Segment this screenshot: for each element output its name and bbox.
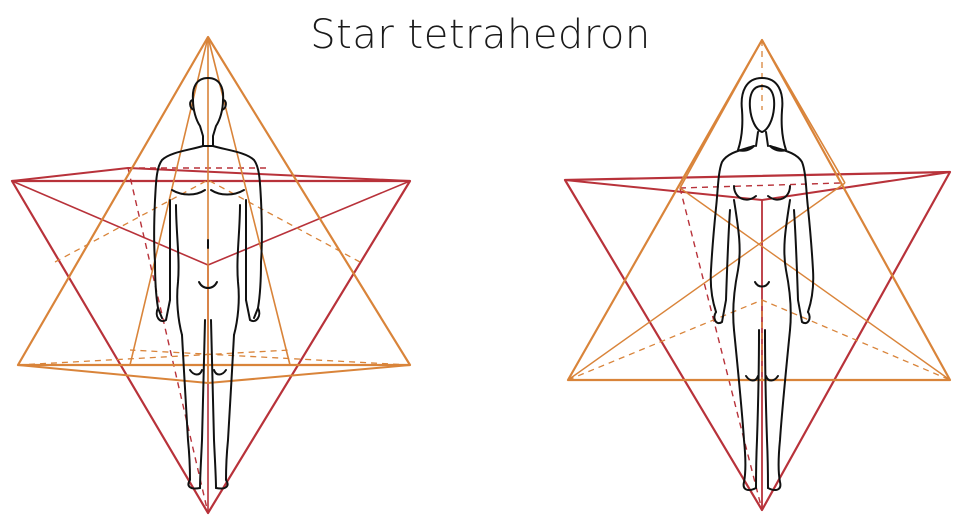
right-star-tetrahedron [563, 38, 952, 512]
left-star-tetrahedron [10, 35, 412, 515]
female-figure-outline [709, 77, 815, 491]
right-downward-tetrahedron [563, 170, 952, 512]
left-upward-tetrahedron [16, 35, 412, 384]
diagram-title: Star tetrahedron [310, 12, 651, 58]
male-figure-outline [153, 77, 263, 490]
